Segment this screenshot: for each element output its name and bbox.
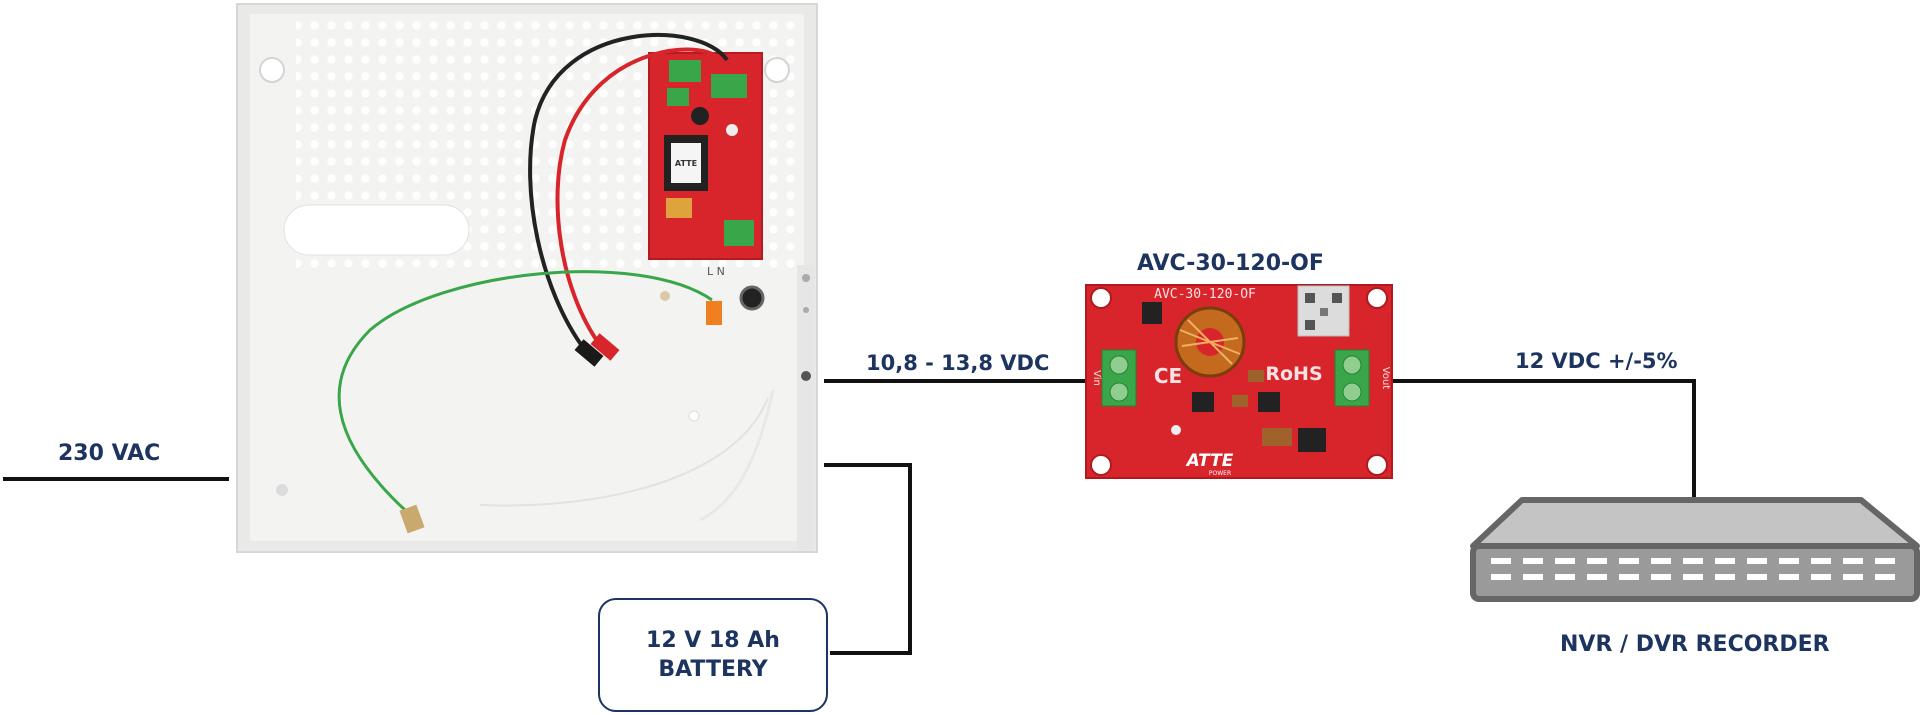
converter-output-voltage-label: 12 VDC +/-5%	[1515, 349, 1678, 373]
battery-box: 12 V 18 Ah BATTERY	[598, 598, 828, 712]
battery-type-label: BATTERY	[658, 657, 768, 682]
ce-mark: CE	[1154, 364, 1182, 388]
mount-hole-right	[764, 57, 790, 83]
tamper-switch	[739, 285, 765, 311]
recorder-led-row	[1491, 558, 1895, 580]
psu-output-voltage-label: 10,8 - 13,8 VDC	[866, 351, 1050, 375]
atte-logo: ATTE	[1185, 451, 1234, 471]
battery-capacity-label: 12 V 18 Ah	[646, 628, 780, 653]
ground-terminal-orange	[706, 301, 722, 325]
avc-converter-board: AVC-30-120-OF Vin Vout CE RoHS ATTE POWE…	[1085, 284, 1393, 479]
psu-module: ATTE	[648, 52, 763, 260]
rohs-mark: RoHS	[1265, 363, 1322, 385]
converter-to-recorder-line	[1392, 379, 1696, 500]
battery-line	[824, 463, 912, 655]
internal-wires	[337, 33, 775, 534]
ground-connector	[399, 504, 425, 534]
mount-hole-left	[259, 57, 285, 83]
battery-lead-red	[590, 333, 620, 361]
recorder-label: NVR / DVR RECORDER	[1560, 632, 1830, 657]
vin-marking: Vin	[1091, 370, 1102, 386]
avc-silkscreen-label: AVC-30-120-OF	[1154, 287, 1256, 302]
enclosure-slot	[283, 204, 470, 256]
psu-brand-marking: ATTE	[675, 159, 697, 168]
battery-lead-black	[574, 339, 604, 367]
converter-name-label: AVC-30-120-OF	[1137, 251, 1324, 276]
input-voltage-label: 230 VAC	[58, 441, 161, 466]
vout-marking: Vout	[1380, 367, 1391, 390]
atte-power-text: POWER	[1209, 470, 1231, 477]
wires	[3, 379, 1696, 655]
nvr-recorder-icon	[1470, 497, 1920, 602]
psu-terminal-marking: L N	[707, 265, 725, 278]
